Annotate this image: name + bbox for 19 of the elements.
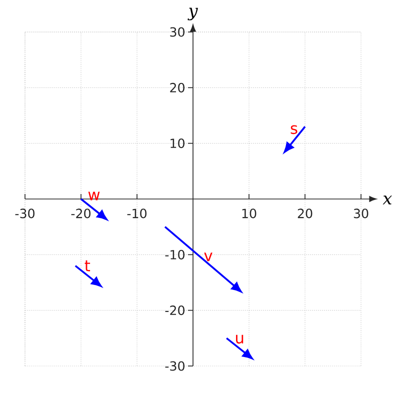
tick-label: -10 [127,208,146,218]
tick-label: -10 [165,250,184,260]
vector-label: s [290,125,298,134]
tick-label: -30 [15,208,34,218]
vector-label: u [236,334,244,344]
tick-label: -20 [71,208,90,218]
tick-label: -20 [165,306,184,316]
tick-label: 20 [170,82,184,92]
tick-label: 30 [170,27,184,37]
axis-label: y [188,8,198,20]
vector-label: v [204,252,212,262]
tick-label: 20 [298,208,312,218]
axis-label: x [382,196,392,204]
tick-label: 10 [170,138,184,148]
tick-label: 10 [242,208,256,218]
vector-label: w [88,192,100,200]
tick-label: 30 [354,208,368,218]
vector-label: t [84,260,90,272]
tick-label: -30 [165,361,184,371]
